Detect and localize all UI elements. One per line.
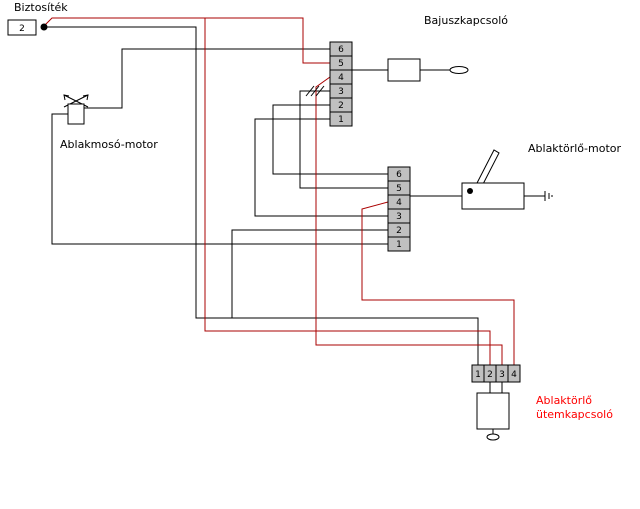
connector-pin-label: 3: [338, 87, 344, 97]
pump-arrowhead-icon: [63, 94, 70, 101]
ground-icon: [305, 85, 325, 97]
connector-pin-label: 3: [499, 370, 505, 380]
stalk-switch-connector: 6 5 4 3 2 1: [329, 41, 353, 127]
fuse-value: 2: [19, 24, 25, 34]
wiper-motor-label: Ablaktörlő-motor: [528, 142, 621, 155]
timer-relay-foot-icon: [486, 433, 500, 441]
pump-arrowhead-icon: [82, 94, 89, 101]
fuse-label: Biztosíték: [14, 1, 68, 14]
wire-fuse-to-stalk-pin5: [43, 17, 330, 64]
connector-pin-label: 4: [338, 73, 344, 83]
timer-switch-label-line2: ütemkapcsoló: [536, 408, 613, 421]
connector-pin-label: 3: [396, 212, 402, 222]
wiper-motor-symbol: [461, 149, 553, 210]
washer-motor-body: [67, 103, 85, 125]
wiper-motor-connector: 6 5 4 3 2 1: [387, 166, 411, 252]
stalk-switch-symbol: [387, 58, 469, 82]
wire-wiper-pin3-to-stalk-pin1: [254, 118, 388, 217]
connector-cell: [329, 111, 353, 127]
connector-pin-label: 4: [511, 370, 517, 380]
wiper-arm-icon: [475, 149, 500, 189]
wire-branch-to-timer-pin2: [204, 18, 491, 365]
connector-pin-label: 2: [338, 101, 344, 111]
timer-connector: 1 2 3 4: [471, 364, 521, 383]
wiper-motor-body: [461, 182, 525, 210]
connector-pin-label: 1: [338, 115, 344, 125]
ground-icon: [544, 191, 553, 201]
connector-pin-label: 5: [396, 184, 402, 194]
connector-pin-label: 6: [338, 45, 344, 55]
fuse-box: [7, 19, 37, 36]
timer-switch-label-line1: Ablaktörlő: [536, 394, 592, 407]
wire-stalk-pin4-to-timer-pin3: [315, 76, 503, 365]
timer-relay-symbol: [476, 392, 510, 441]
stalk-switch-knob-icon: [449, 66, 469, 74]
wiper-motor-terminal-dot-icon: [467, 188, 473, 194]
connector-pin-label: 1: [396, 240, 402, 250]
wire-stalk-pin6-to-washer: [84, 48, 330, 109]
wire-fuse-to-timer-pin1: [44, 26, 479, 365]
connector-cell: [387, 236, 411, 252]
connector-pin-label: 2: [396, 226, 402, 236]
wire-washer-to-wiper-pin1: [51, 113, 388, 245]
washer-motor-symbol: [63, 94, 89, 125]
connector-cell: [507, 364, 521, 383]
timer-relay-body: [476, 392, 510, 430]
wire-wiper-pin6-to-stalk-pin2: [272, 104, 388, 175]
fuse-terminal-dot-icon: [40, 23, 48, 31]
connector-pin-label: 5: [338, 59, 344, 69]
connector-pin-label: 1: [475, 370, 481, 380]
washer-motor-label: Ablakmosó-motor: [60, 138, 158, 151]
connector-pin-label: 2: [487, 370, 493, 380]
stalk-switch-label: Bajuszkapcsoló: [424, 14, 508, 27]
connector-pin-label: 6: [396, 170, 402, 180]
wire-wiper-pin2-to-bottom-run: [231, 229, 388, 318]
stalk-switch-body: [387, 58, 421, 82]
connector-pin-label: 4: [396, 198, 402, 208]
wire-wiper-pin4-to-timer-pin4: [361, 201, 515, 365]
